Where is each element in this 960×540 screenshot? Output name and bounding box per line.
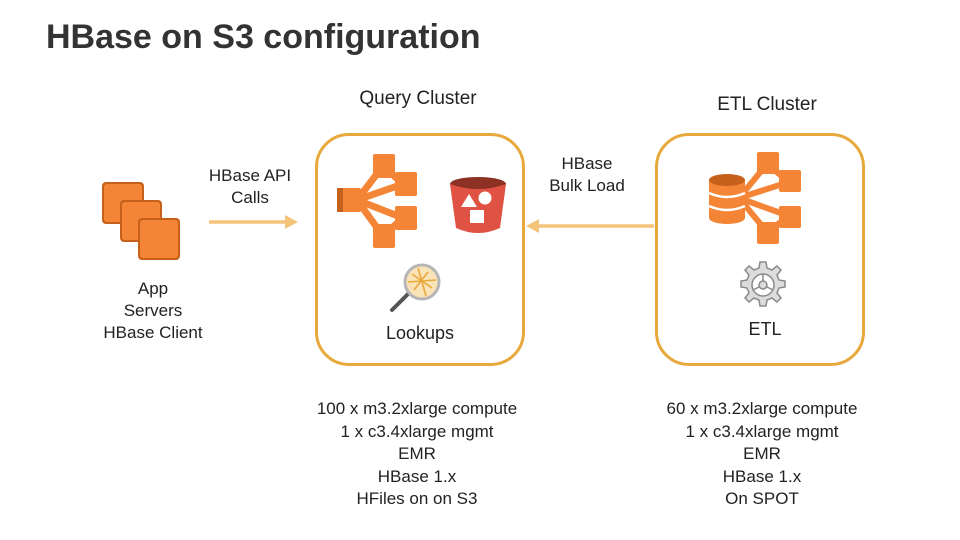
etl-spec-line: On SPOT	[725, 489, 799, 508]
etl-cluster-title: ETL Cluster	[717, 94, 817, 115]
emr-database-icon	[708, 152, 801, 244]
magnifier-icon	[390, 263, 441, 312]
api-calls-arrow	[209, 215, 298, 229]
query-spec-line: EMR	[398, 444, 436, 463]
app-servers-label-line: HBase Client	[103, 323, 203, 342]
query-cluster-specs: 100 x m3.2xlarge compute 1 x c3.4xlarge …	[282, 398, 552, 511]
bulk-load-arrow	[526, 219, 654, 233]
app-servers-label-line: App	[137, 279, 169, 298]
query-spec-line: HBase 1.x	[377, 466, 457, 486]
query-cluster-box	[315, 133, 525, 366]
etl-cluster-specs: 60 x m3.2xlarge compute 1 x c3.4xlarge m…	[627, 398, 897, 511]
app-servers-label: App Servers HBase Client	[78, 278, 228, 344]
api-calls-label-line: HBase API	[208, 166, 292, 185]
etl-spec-line: EMR	[743, 444, 781, 463]
query-cluster-title: Query Cluster	[359, 88, 477, 109]
api-calls-label-line: Calls	[231, 188, 269, 207]
s3-bucket-icon	[450, 177, 506, 233]
lookups-label: Lookups	[385, 323, 455, 343]
bulk-load-label-line: HBase	[561, 154, 613, 173]
query-spec-line: HFiles on on S3	[356, 489, 478, 508]
etl-spec-line: 60 x m3.2xlarge compute	[666, 399, 858, 418]
query-spec-line: 100 x m3.2xlarge compute	[316, 399, 518, 418]
etl-spec-line: HBase 1.x	[722, 466, 802, 486]
app-servers-label-line: Servers	[123, 301, 183, 320]
ec2-instances-icon	[102, 182, 180, 260]
bulk-load-label: HBase Bulk Load	[534, 153, 640, 197]
etl-spec-line: 1 x c3.4xlarge mgmt	[685, 421, 839, 441]
query-spec-line: 1 x c3.4xlarge mgmt	[340, 421, 494, 441]
bulk-load-label-line: Bulk Load	[549, 176, 625, 195]
etl-label: ETL	[748, 319, 782, 339]
gear-icon	[740, 261, 786, 307]
api-calls-label: HBase API Calls	[188, 165, 312, 209]
slide-title: HBase on S3 configuration	[46, 18, 481, 56]
emr-cluster-icon	[337, 154, 417, 248]
